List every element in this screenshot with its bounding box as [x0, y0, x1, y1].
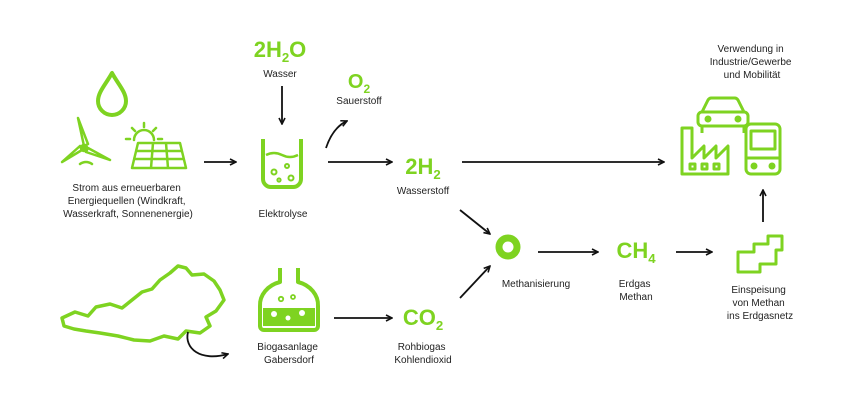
methane-formula: CH4 [616, 238, 656, 266]
usage-line-1: Verwendung in [718, 44, 784, 55]
methanation-label: Methanisierung [502, 279, 570, 290]
water-formula: 2H2O [254, 37, 307, 65]
gas-grid-icon [736, 234, 784, 274]
co2-label: Rohbiogas Kohlendioxid [394, 342, 451, 366]
methane-line-1: Erdgas [619, 279, 651, 290]
methane-line-2: Methan [619, 292, 652, 303]
co2-formula: CO2 [403, 305, 443, 333]
renewables-line-2: Energiequellen (Windkraft, [68, 196, 186, 207]
biogas-tank-icon [257, 268, 321, 332]
renewables-line-1: Strom aus erneuerbaren [72, 183, 180, 194]
renewables-label: Strom aus erneuerbaren Energiequellen (W… [63, 183, 193, 220]
bus-icon [744, 122, 782, 176]
grid-line-1: Einspeisung [731, 285, 785, 296]
water-label: Wasser [263, 69, 297, 80]
biogas-plant-label: Biogasanlage Gabersdorf [257, 342, 320, 366]
electrolyzer-icon [261, 139, 303, 189]
usage-label: Verwendung in Industrie/Gewerbe und Mobi… [710, 44, 795, 81]
grid-injection-label: Einspeisung von Methan ins Erdgasnetz [727, 285, 793, 322]
hydrogen-formula: 2H2 [405, 154, 440, 182]
austria-map-icon [60, 264, 226, 343]
methane-label: Erdgas Methan [619, 279, 653, 303]
arrow-hydrogen-to-methanation [459, 209, 490, 234]
grid-line-3: ins Erdgasnetz [727, 311, 793, 322]
usage-line-3: und Mobilität [724, 70, 781, 81]
car-icon [696, 96, 750, 133]
renewables-line-3: Wasserkraft, Sonnenenergie) [63, 209, 193, 220]
co2-line-2: Kohlendioxid [394, 355, 451, 366]
methanation-ring-icon [495, 234, 521, 260]
wind-turbine-icon [60, 116, 112, 166]
grid-line-2: von Methan [732, 298, 784, 309]
sun-icon [124, 121, 164, 142]
arrow-austria-to-biogas [186, 331, 228, 356]
solar-panel-icon [130, 141, 188, 170]
oxygen-label: Sauerstoff [336, 96, 382, 107]
biogas-line-1: Biogasanlage [257, 342, 318, 353]
arrow-co2-to-methanation [459, 266, 490, 299]
electrolysis-label: Elektrolyse [259, 209, 308, 220]
biogas-line-2: Gabersdorf [264, 355, 314, 366]
hydrogen-label: Wasserstoff [397, 186, 449, 197]
factory-icon [680, 126, 730, 176]
arrow-electrolysis-to-oxygen [325, 121, 347, 149]
co2-line-1: Rohbiogas [398, 342, 446, 353]
oxygen-formula: O2 [348, 71, 371, 96]
water-drop-icon [96, 71, 128, 117]
usage-line-2: Industrie/Gewerbe [710, 57, 792, 68]
